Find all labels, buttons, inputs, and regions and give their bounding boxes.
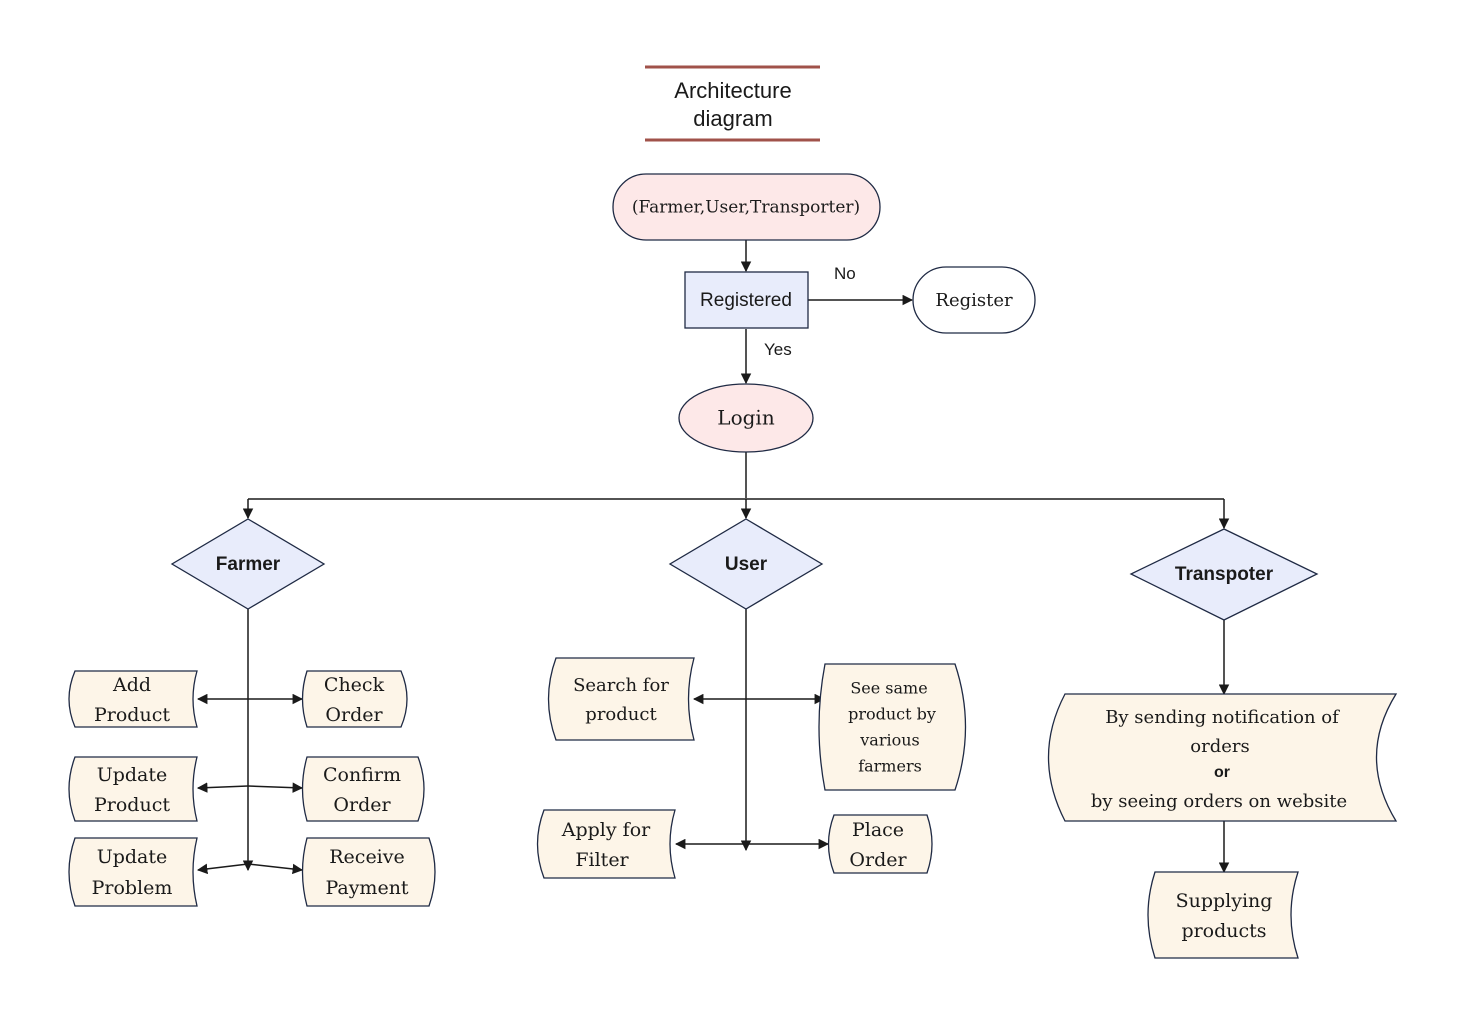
- edge-farmer-receive-payment: [247, 863, 304, 875]
- user-search-product-line-1: Search for: [573, 675, 669, 696]
- node-login: Login: [678, 383, 814, 453]
- farmer-receive-payment-line-2: Payment: [325, 877, 408, 899]
- user-place-order: Place Order: [827, 814, 933, 874]
- edge-farmer-confirm-order: [247, 782, 304, 793]
- farmer-update-product: Update Product: [68, 756, 198, 822]
- node-register-label: Register: [935, 290, 1013, 311]
- user-see-same-product-line-2: product by: [848, 705, 936, 724]
- farmer-add-product: Add Product: [68, 670, 198, 728]
- farmer-receive-payment-line-1: Receive: [329, 846, 405, 868]
- node-registered: Registered: [684, 271, 809, 329]
- node-register: Register: [912, 266, 1036, 334]
- decision-user: User: [668, 518, 824, 610]
- user-apply-filter-line-1: Apply for: [561, 819, 651, 841]
- edges: [196, 240, 1230, 875]
- decision-farmer-label: Farmer: [216, 554, 281, 575]
- node-registered-label: Registered: [700, 290, 792, 311]
- decision-transporter: Transpoter: [1129, 528, 1319, 621]
- user-see-same-product-line-1: See same: [850, 679, 927, 698]
- node-actors: (Farmer,User,Transporter): [612, 173, 881, 241]
- farmer-update-product-line-2: Product: [94, 794, 170, 816]
- farmer-update-product-line-1: Update: [97, 764, 168, 786]
- node-actors-label: (Farmer,User,Transporter): [632, 198, 860, 218]
- farmer-confirm-order: Confirm Order: [301, 756, 425, 822]
- decision-farmer: Farmer: [170, 518, 326, 610]
- user-see-same-product-line-4: farmers: [858, 757, 922, 776]
- decision-user-label: User: [725, 554, 768, 575]
- decision-transporter-label: Transpoter: [1175, 564, 1274, 585]
- transporter-notification-line-4: by seeing orders on website: [1091, 791, 1347, 812]
- transporter-notification: By sending notification of orders or by …: [1047, 693, 1398, 822]
- edge-label-yes: Yes: [764, 340, 792, 359]
- farmer-check-order-line-2: Order: [325, 704, 383, 726]
- title-block: Architecture diagram: [645, 65, 820, 142]
- farmer-check-order: Check Order: [301, 670, 408, 728]
- user-apply-filter-line-2: Filter: [575, 849, 629, 871]
- farmer-confirm-order-line-1: Confirm: [323, 764, 401, 786]
- title-line-2: diagram: [693, 106, 772, 131]
- user-see-same-product: See same product by various farmers: [818, 663, 967, 791]
- user-place-order-line-1: Place: [852, 819, 904, 841]
- user-apply-filter: Apply for Filter: [536, 809, 676, 879]
- edge-farmer-update-product: [196, 782, 249, 793]
- transporter-notification-line-3: or: [1214, 764, 1230, 781]
- farmer-update-problem: Update Problem: [68, 837, 198, 907]
- user-place-order-line-2: Order: [849, 849, 907, 871]
- user-see-same-product-line-3: various: [859, 731, 920, 750]
- transporter-supplying-line-2: products: [1181, 920, 1266, 942]
- transporter-supplying-line-1: Supplying: [1176, 890, 1273, 912]
- farmer-receive-payment: Receive Payment: [301, 837, 436, 907]
- transporter-notification-line-2: orders: [1190, 736, 1249, 757]
- transporter-supplying-products: Supplying products: [1147, 871, 1299, 959]
- transporter-notification-line-1: By sending notification of: [1105, 707, 1340, 728]
- user-search-product: Search for product: [547, 657, 695, 741]
- edge-farmer-update-problem: [196, 863, 249, 875]
- farmer-update-problem-line-1: Update: [97, 846, 168, 868]
- title-line-1: Architecture: [674, 78, 791, 103]
- farmer-confirm-order-line-2: Order: [333, 794, 391, 816]
- farmer-update-problem-line-2: Problem: [92, 877, 173, 899]
- user-search-product-line-2: product: [585, 704, 657, 725]
- farmer-add-product-line-2: Product: [94, 704, 170, 726]
- edge-label-no: No: [834, 264, 856, 283]
- farmer-check-order-line-1: Check: [324, 674, 385, 696]
- node-login-label: Login: [717, 406, 775, 430]
- farmer-add-product-line-1: Add: [112, 674, 151, 696]
